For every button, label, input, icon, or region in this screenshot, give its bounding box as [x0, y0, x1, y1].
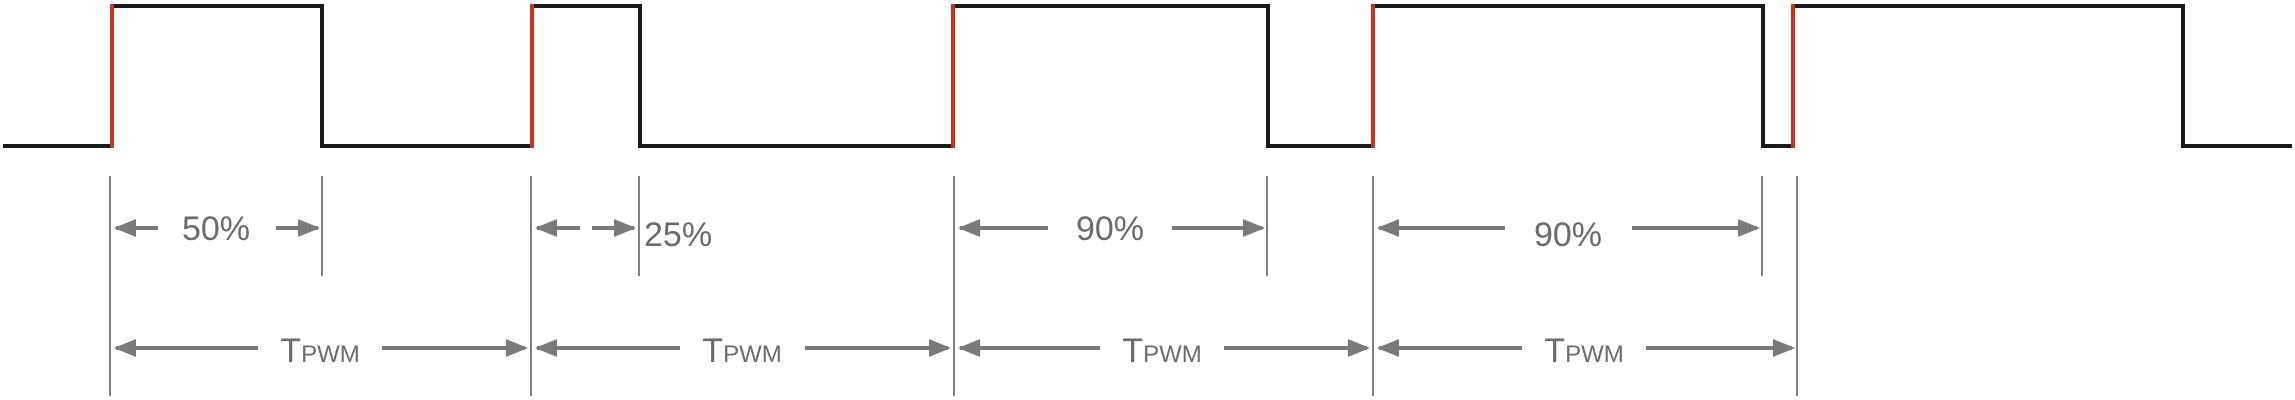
- period-dimension: TPWM: [958, 332, 1370, 370]
- period-label: TPWM: [280, 332, 359, 370]
- period-dimension: TPWM: [114, 332, 528, 370]
- period-label-main: T: [702, 332, 723, 370]
- pwm-waveform: [3, 4, 2292, 148]
- guide-lines: [109, 176, 1798, 396]
- period-label-subscript: PWM: [1143, 341, 1202, 368]
- period-label: TPWM: [1122, 332, 1201, 370]
- duty-dimension: 90%: [1377, 216, 1760, 254]
- period-label-main: T: [1544, 332, 1565, 370]
- duty-cycle-label: 50%: [182, 210, 250, 248]
- rising-edges: [110, 4, 1795, 148]
- period-label-subscript: PWM: [301, 341, 360, 368]
- duty-dimension: 50%: [114, 210, 320, 248]
- period-label-subscript: PWM: [723, 341, 782, 368]
- duty-dimension: 90%: [958, 210, 1265, 248]
- period-label: TPWM: [1544, 332, 1623, 370]
- period-label-main: T: [1122, 332, 1143, 370]
- period-label: TPWM: [702, 332, 781, 370]
- duty-cycle-label: 25%: [644, 216, 712, 254]
- duty-cycle-label: 90%: [1534, 216, 1602, 254]
- period-label-subscript: PWM: [1565, 341, 1624, 368]
- duty-cycle-label: 90%: [1076, 210, 1144, 248]
- period-label-main: T: [280, 332, 301, 370]
- duty-dimension: 25%: [535, 216, 712, 254]
- period-dimension: TPWM: [535, 332, 951, 370]
- period-dimension: TPWM: [1377, 332, 1795, 370]
